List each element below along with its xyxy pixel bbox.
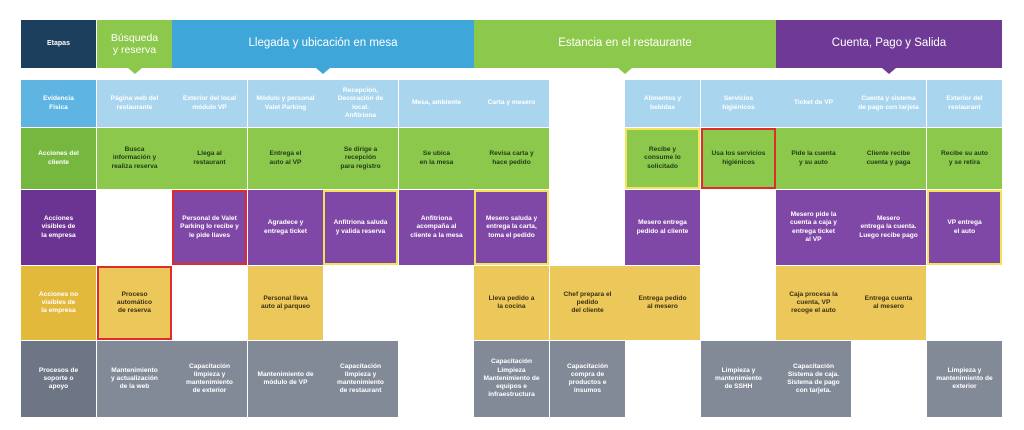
cell-evidencia-4: Mesa, ambiente	[399, 80, 474, 127]
stage-header-cuenta: Cuenta, Pago y Salida	[776, 20, 1002, 68]
stage-arrow-cuenta	[882, 68, 896, 74]
stage-header-estancia: Estancia en el restaurante	[474, 20, 776, 68]
stage-header-llegada: Llegada y ubicación en mesa	[172, 20, 474, 68]
stage-arrow-llegada	[316, 68, 330, 74]
etapas-label: Etapas	[21, 20, 96, 68]
stage-arrow-busqueda	[127, 68, 142, 74]
cell-evidencia-5: Carta y mesero	[474, 80, 549, 127]
cell-evidencia-9: Ticket de VP	[776, 80, 851, 127]
stage-arrow-estancia	[618, 68, 632, 74]
